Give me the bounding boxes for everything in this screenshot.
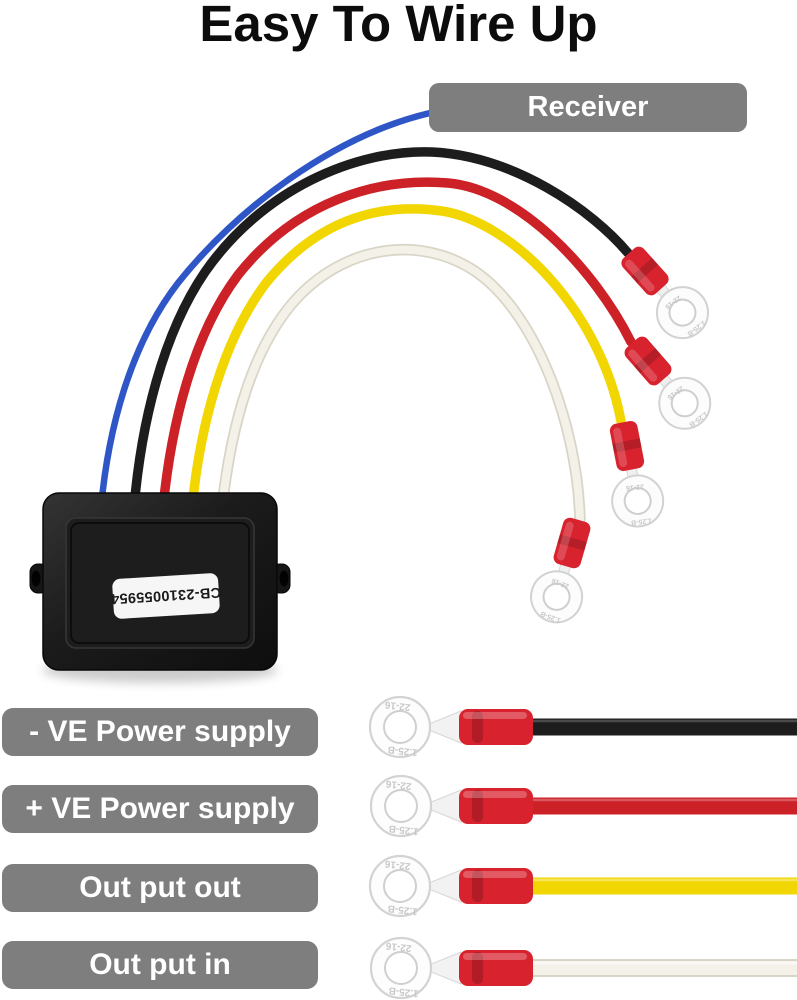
ring-stamp: 1.25-B [631, 517, 653, 526]
blue-antenna-wire [97, 109, 434, 512]
crimp-highlight [463, 953, 527, 960]
white-wire-arc-edge [216, 243, 586, 525]
receiver-label: Receiver [429, 83, 747, 132]
wire-label-neg-power: - VE Power supply [2, 708, 318, 756]
ring-stamp: 1.25-B [388, 822, 419, 836]
terminal-neck [428, 710, 462, 744]
arc-ring-terminal-white: 22-16 1.25-B [530, 517, 591, 624]
receiver-label-text: Receiver [527, 91, 649, 123]
crimp-band [472, 870, 483, 902]
receiver-box: CB-2310055954 [29, 492, 291, 683]
crimp-highlight [613, 427, 628, 468]
ring-stamp: 22-16 [384, 699, 411, 713]
crimp-sleeve [553, 517, 591, 569]
crimp-band [631, 257, 659, 284]
wire-label-text: - VE Power supply [29, 715, 291, 748]
wire-row-white: 22-16 1.25-B [369, 936, 797, 1000]
ring-stamp: 22-16 [385, 778, 412, 792]
ring-hole [384, 789, 418, 823]
crimp-band [472, 952, 483, 984]
terminal-neck [428, 869, 462, 903]
ring-hole [383, 869, 417, 903]
ring-stamp: 22-16 [384, 858, 411, 872]
crimp-sleeve [459, 868, 533, 904]
mount-hole-right [279, 570, 289, 587]
crimp-sleeve [624, 336, 672, 386]
wire-label-text: Out put in [89, 948, 231, 981]
wire-label-output-out: Out put out [2, 864, 318, 912]
box-lid-ridge [70, 522, 250, 644]
ring-hole [668, 298, 697, 327]
ring-stamp: 1.25-B [387, 743, 418, 757]
sticker-serial-text: CB-2310055954 [110, 584, 221, 607]
ring-stamp: 1.25-B [388, 984, 419, 998]
crimp-band [472, 711, 483, 743]
crimp-sleeve [621, 246, 669, 296]
white-wire-arc [218, 245, 584, 523]
arc-ring-terminal-yellow: 22-16 1.25-B [609, 420, 665, 528]
wire-row-red: 22-16 1.25-B [369, 774, 797, 838]
terminal-neck [428, 951, 462, 985]
wire-row-black: 22-16 1.25-B [368, 695, 797, 759]
arc-ring-terminal-red: 22-16 1.25-B [624, 336, 712, 430]
device-sticker: CB-2310055954 [110, 573, 221, 619]
crimp-highlight [625, 259, 655, 292]
mount-hole-left [31, 570, 41, 587]
crimp-band [634, 348, 662, 374]
crimp-highlight [556, 521, 574, 561]
ring-stamp: 22-16 [625, 482, 644, 491]
ring-hole [383, 710, 417, 744]
terminal-neck [428, 789, 462, 823]
ring-hole [384, 951, 418, 985]
crimp-sleeve [459, 950, 533, 986]
crimp-band [472, 790, 483, 822]
red-wire-arc [158, 177, 636, 513]
yellow-wire-arc [187, 204, 626, 513]
wire-label-text: + VE Power supply [25, 792, 295, 825]
crimp-sleeve [459, 709, 533, 745]
ring-hole [670, 389, 699, 418]
crimp-band [557, 534, 587, 551]
crimp-sleeve [459, 788, 533, 824]
crimp-highlight [463, 871, 527, 878]
crimp-highlight [463, 712, 527, 719]
ring-hole [542, 582, 571, 611]
wire-row-yellow: 22-16 1.25-B [368, 854, 797, 918]
page-title: Easy To Wire Up [199, 0, 598, 52]
wire-label-pos-power: + VE Power supply [2, 785, 318, 833]
wire-label-text: Out put out [79, 871, 241, 904]
wire-label-output-in: Out put in [2, 941, 318, 989]
crimp-highlight [628, 349, 658, 382]
crimp-sleeve [609, 420, 645, 472]
wire-arcs [97, 109, 636, 525]
crimp-band [612, 438, 642, 453]
ring-stamp: 1.25-B [387, 902, 418, 916]
black-wire-arc [129, 147, 633, 513]
crimp-highlight [463, 791, 527, 798]
ring-stamp: 22-16 [385, 940, 412, 954]
ring-hole [623, 486, 652, 515]
sticker-background [112, 573, 220, 619]
